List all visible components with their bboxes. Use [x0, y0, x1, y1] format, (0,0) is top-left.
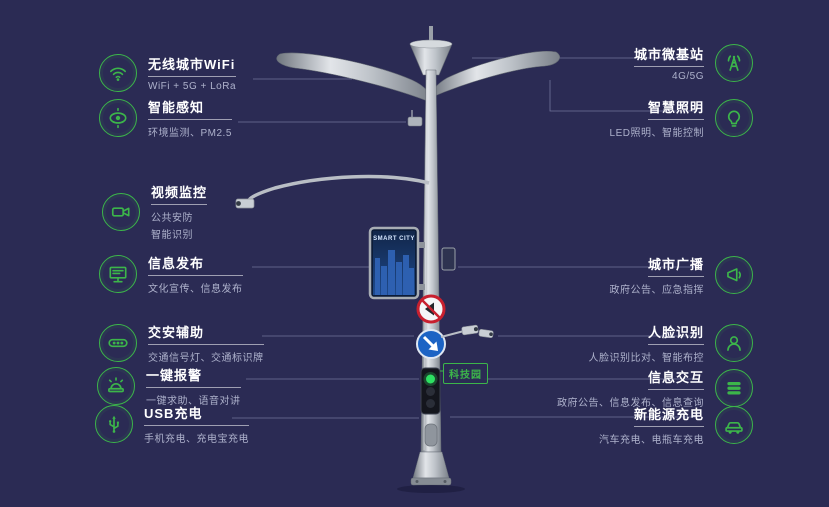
direction-arrow-sign: [416, 329, 446, 359]
feature-subtitle: 汽车充电、电瓶车充电: [599, 435, 704, 446]
feature-city-broadcast: 城市广播 政府公告、应急指挥: [537, 254, 753, 296]
feature-wifi: 无线城市WiFi WiFi + 5G + LoRa: [99, 54, 237, 92]
feature-title: 信息发布: [148, 253, 243, 276]
alarm-icon: [97, 367, 135, 405]
interaction-icon: [715, 369, 753, 407]
broadcast-speaker-box: [441, 247, 456, 271]
camera-icon: [102, 192, 140, 231]
feature-sos-alarm: 一键报警 一键求助、语音对讲: [97, 365, 241, 407]
usb-icon: [95, 405, 133, 443]
feature-smart-lighting: 智慧照明 LED照明、智能控制: [537, 97, 753, 139]
feature-face-recognition: 人脸识别 人脸识别比对、智能布控: [537, 322, 753, 364]
charging-panel: [424, 423, 438, 447]
feature-traffic-aid: 交安辅助 交通信号灯、交通标识牌: [99, 322, 264, 364]
feature-title: 信息交互: [647, 367, 704, 390]
feature-title: 人脸识别: [647, 322, 704, 345]
traffic-light-icon: [99, 324, 137, 362]
feature-title: 视频监控: [151, 182, 208, 205]
traffic-light: [420, 367, 441, 415]
leader-lines: [232, 57, 697, 419]
ev-car-icon: [715, 406, 753, 444]
feature-subtitle: 4G/5G: [672, 71, 704, 82]
speaker-icon: [715, 256, 753, 294]
feature-subtitle: 文化宣传、信息发布: [148, 284, 243, 295]
feature-subtitle: 公共安防: [151, 213, 193, 224]
feature-title: USB充电: [144, 403, 249, 426]
sensor-icon: [99, 99, 137, 137]
feature-title: 城市微基站: [633, 44, 704, 67]
tech-park-label: 科技园: [443, 363, 488, 384]
feature-subtitle: 人脸识别比对、智能布控: [588, 353, 704, 364]
feature-title: 城市广播: [647, 254, 704, 277]
feature-sensing: 智能感知 环境监测、PM2.5: [99, 97, 232, 139]
feature-subtitle: LED照明、智能控制: [609, 128, 704, 139]
feature-title: 智能感知: [148, 97, 232, 120]
feature-micro-basestation: 城市微基站 4G/5G: [537, 44, 753, 82]
bulb-icon: [715, 99, 753, 137]
pole-finial: [429, 26, 433, 46]
feature-subtitle: 手机充电、充电宝充电: [144, 434, 249, 445]
feature-title: 一键报警: [146, 365, 241, 388]
feature-subtitle: 一键求助、语音对讲: [146, 396, 241, 407]
feature-subtitle: 交通信号灯、交通标识牌: [148, 353, 264, 364]
no-horn-sign: [416, 294, 446, 324]
basestation-icon: [715, 44, 753, 82]
cctv-camera-arm: [235, 174, 430, 209]
info-screen: [368, 226, 425, 300]
feature-title: 交安辅助: [148, 322, 264, 345]
feature-subtitle: 政府公告、信息发布、信息查询: [557, 398, 704, 409]
feature-ev-charging: 新能源充电 汽车充电、电瓶车充电: [537, 404, 753, 446]
feature-info-publish: 信息发布 文化宣传、信息发布: [99, 253, 243, 295]
face-recognition-cameras: [440, 324, 494, 338]
feature-subtitle-2: 智能识别: [151, 230, 193, 241]
feature-title: 智慧照明: [647, 97, 704, 120]
lamp-arm-right: [431, 51, 560, 98]
screen-icon: [99, 255, 137, 293]
feature-video-surveillance: 视频监控 公共安防 智能识别: [102, 182, 208, 241]
feature-subtitle: 环境监测、PM2.5: [148, 128, 232, 139]
feature-title: 无线城市WiFi: [148, 54, 237, 77]
feature-title: 新能源充电: [633, 404, 704, 427]
feature-info-interaction: 信息交互 政府公告、信息发布、信息查询: [537, 367, 753, 409]
face-icon: [715, 324, 753, 362]
pole-base: [397, 451, 465, 493]
feature-subtitle: WiFi + 5G + LoRa: [148, 81, 237, 92]
lamp-arm-left: [276, 52, 431, 103]
feature-usb-charging: USB充电 手机充电、充电宝充电: [95, 403, 249, 445]
feature-subtitle: 政府公告、应急指挥: [609, 285, 704, 296]
wifi-icon: [99, 54, 137, 92]
environment-sensor: [407, 110, 423, 127]
